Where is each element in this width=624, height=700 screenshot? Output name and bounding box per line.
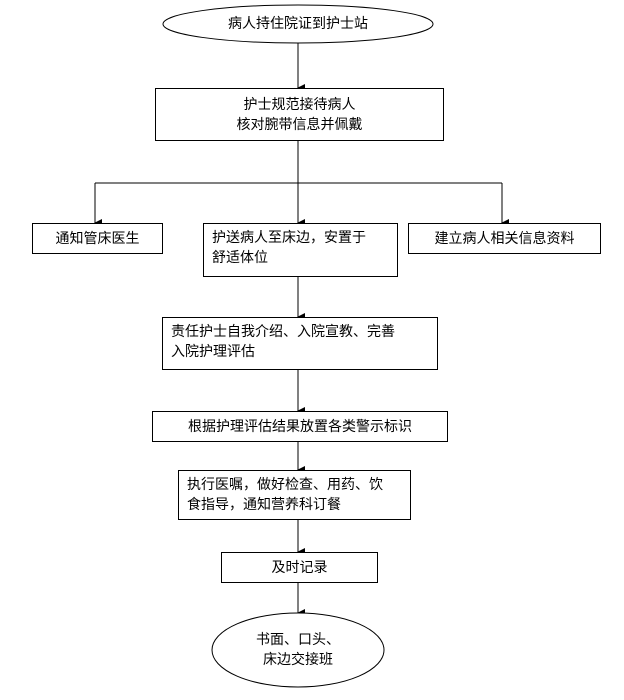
records-node-text: 建立病人相关信息资料 [434, 230, 575, 247]
record-node-text: 及时记录 [271, 559, 328, 576]
start-node: 病人持住院证到护士站 [163, 5, 433, 43]
end-node: 书面、口头、 床边交接班 [212, 613, 384, 687]
escort-node-line-2: 舒适体位 [212, 250, 268, 266]
notify-doctor-node-text: 通知管床医生 [55, 230, 140, 247]
orders-node: 执行医嘱，做好检查、用药、饮 食指导，通知营养科订餐 [178, 470, 411, 520]
record-node: 及时记录 [221, 552, 378, 583]
end-ellipse [211, 612, 385, 688]
orders-node-line-1: 执行医嘱，做好检查、用药、饮 [187, 477, 383, 493]
notify-doctor-node: 通知管床医生 [32, 223, 163, 254]
intro-node-line-1: 责任护士自我介绍、入院宣教、完善 [171, 324, 395, 340]
start-node-text: 病人持住院证到护士站 [228, 16, 368, 32]
warnings-node-text: 根据护理评估结果放置各类警示标识 [188, 418, 412, 435]
escort-node: 护送病人至床边，安置于 舒适体位 [203, 223, 398, 277]
escort-node-line-1: 护送病人至床边，安置于 [212, 230, 366, 246]
warnings-node: 根据护理评估结果放置各类警示标识 [152, 411, 448, 442]
reception-node-line-2: 核对腕带信息并佩戴 [236, 116, 363, 133]
records-node: 建立病人相关信息资料 [408, 223, 601, 254]
end-node-line-2: 床边交接班 [263, 652, 333, 668]
intro-node-line-2: 入院护理评估 [171, 344, 255, 360]
intro-node: 责任护士自我介绍、入院宣教、完善 入院护理评估 [162, 317, 438, 370]
end-node-line-1: 书面、口头、 [256, 632, 340, 648]
reception-node: 护士规范接待病人 核对腕带信息并佩戴 [155, 88, 444, 141]
reception-node-line-1: 护士规范接待病人 [243, 96, 356, 113]
orders-node-line-2: 食指导，通知营养科订餐 [187, 497, 341, 513]
